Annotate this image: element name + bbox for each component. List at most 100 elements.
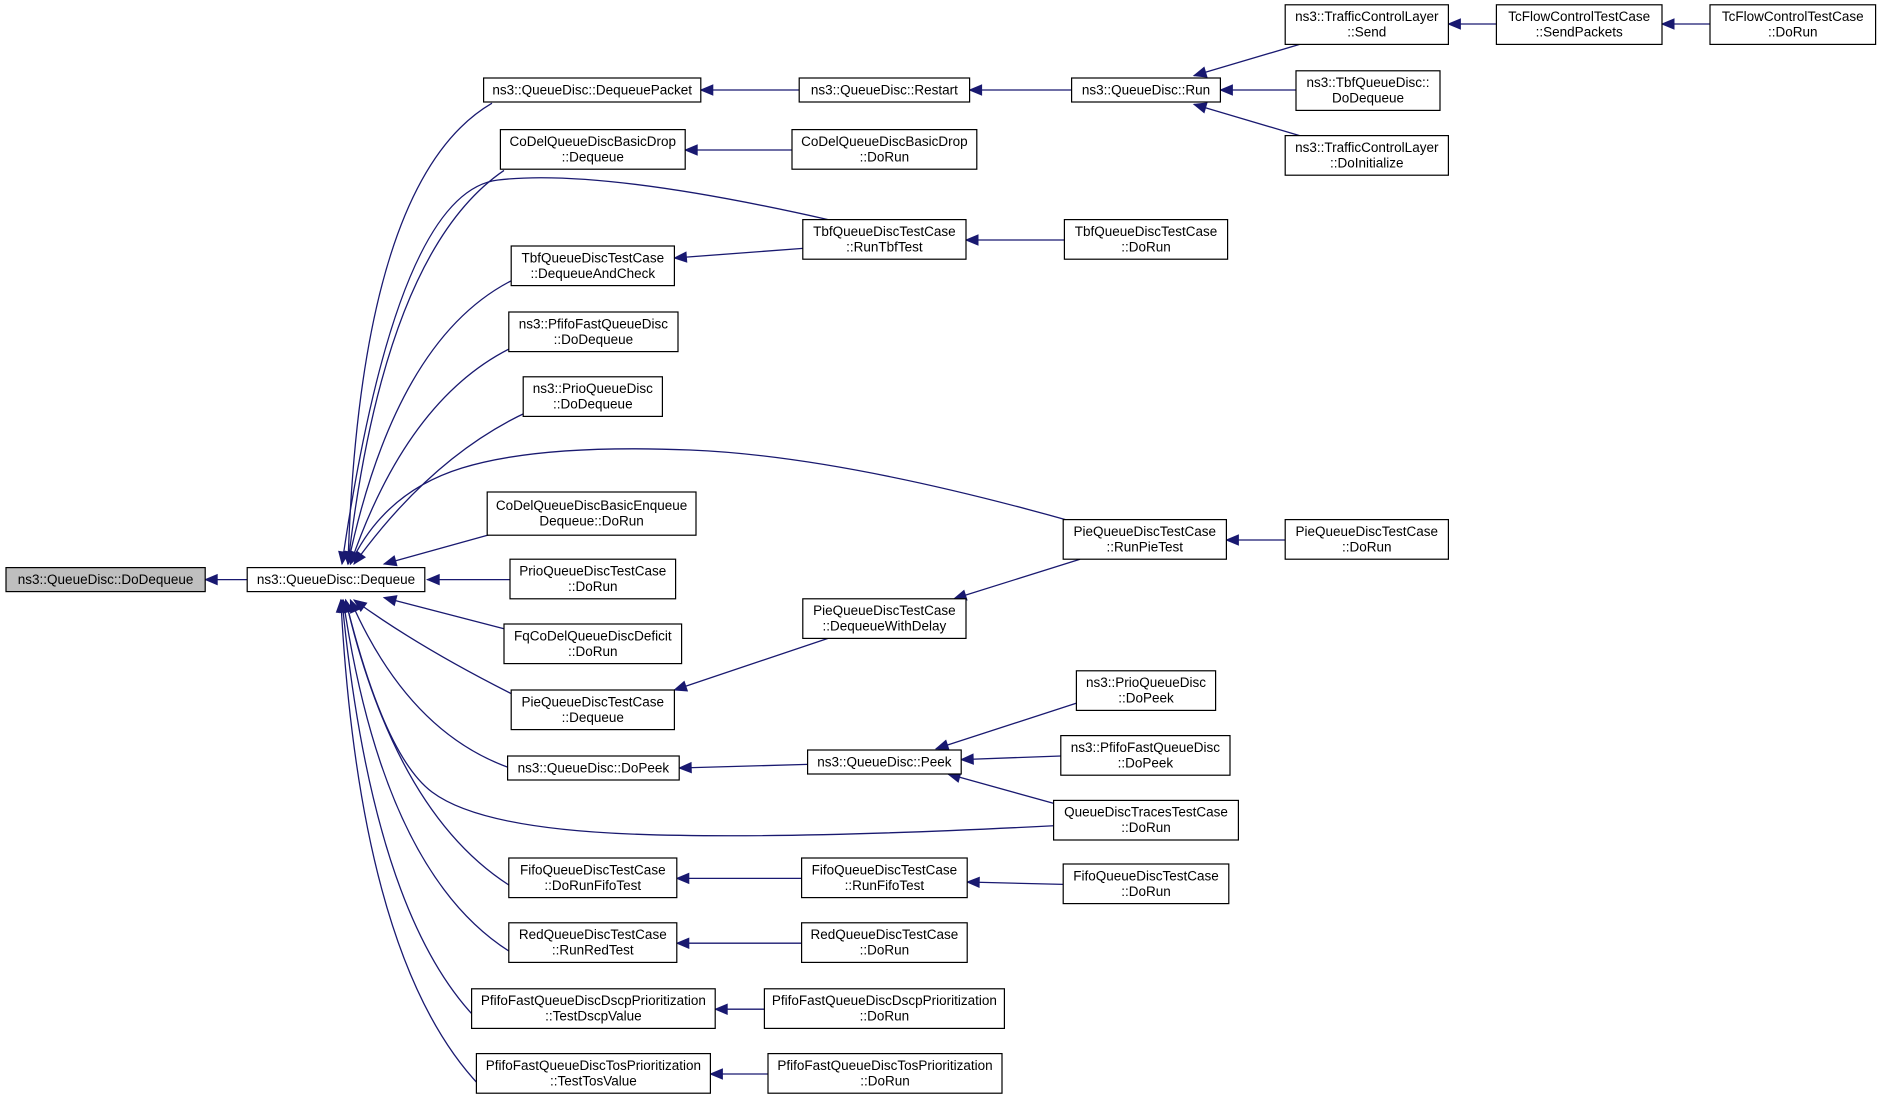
node-peek[interactable]: ns3::QueueDisc::Peek	[806, 749, 962, 775]
node-box	[1063, 219, 1229, 260]
node-label: ::DoRun	[860, 1073, 910, 1088]
arrow-head-icon	[1447, 18, 1461, 30]
node-label: FqCoDelQueueDiscDeficit	[514, 628, 672, 643]
node-tcSendPackets[interactable]: TcFlowControlTestCase::SendPackets	[1495, 4, 1663, 45]
node-label: ::DoRun	[1121, 884, 1171, 899]
node-pieRun[interactable]: PieQueueDiscTestCase::RunPieTest	[1062, 518, 1227, 560]
node-tclSend[interactable]: ns3::TrafficControlLayer::Send	[1284, 4, 1449, 45]
node-label: ::TestDscpValue	[545, 1009, 642, 1024]
node-pfifoDscp[interactable]: PfifoFastQueueDiscDscpPrioritization::Te…	[471, 988, 716, 1029]
node-label: ::RunRedTest	[552, 943, 634, 958]
node-dequeue[interactable]: ns3::QueueDisc::Dequeue	[246, 566, 426, 593]
edge-redDoRun-to-redRun	[675, 937, 802, 949]
node-pfifoPeek[interactable]: ns3::PfifoFastQueueDisc::DoPeek	[1060, 734, 1231, 776]
node-tbfRun[interactable]: TbfQueueDiscTestCase::RunTbfTest	[802, 219, 967, 260]
edge-fqcodel-to-dequeue	[382, 595, 505, 630]
node-label: ::TestTosValue	[550, 1073, 637, 1088]
edge-line	[349, 599, 511, 769]
node-codelDropRun[interactable]: CoDelQueueDiscBasicDrop::DoRun	[791, 129, 978, 170]
node-prioPeek[interactable]: ns3::PrioQueueDisc::DoPeek	[1075, 670, 1217, 711]
edge-line	[353, 599, 517, 697]
node-label: PfifoFastQueueDiscTosPrioritization	[486, 1058, 701, 1073]
node-restart[interactable]: ns3::QueueDisc::Restart	[798, 77, 971, 103]
edge-line	[1193, 43, 1300, 77]
node-dequeuePacket[interactable]: ns3::QueueDisc::DequeuePacket	[483, 77, 702, 103]
edge-line	[349, 345, 517, 565]
node-pfifoDscpRun[interactable]: PfifoFastQueueDiscDscpPrioritization::Do…	[763, 988, 1006, 1029]
node-tclInit[interactable]: ns3::TrafficControlLayer::DoInitialize	[1284, 135, 1449, 176]
node-box	[763, 988, 1006, 1029]
node-label: PieQueueDiscTestCase	[1074, 524, 1217, 539]
node-pfifoTosRun[interactable]: PfifoFastQueueDiscTosPrioritization::DoR…	[767, 1052, 1003, 1094]
node-pfifoDoDeq[interactable]: ns3::PfifoFastQueueDisc::DoDequeue	[508, 311, 679, 353]
arrow-head-icon	[1192, 66, 1208, 78]
arrow-head-icon	[968, 84, 983, 96]
node-label: RedQueueDiscTestCase	[519, 927, 667, 942]
arrow-head-icon	[382, 595, 398, 607]
arrow-head-icon	[673, 251, 688, 263]
node-label: PieQueueDiscTestCase	[1296, 524, 1439, 539]
node-prioDoDeq[interactable]: ns3::PrioQueueDisc::DoDequeue	[522, 376, 664, 417]
node-box	[1495, 4, 1663, 45]
edge-tbfDoDeq-to-run	[1219, 84, 1296, 96]
node-fifoRunFifo[interactable]: FifoQueueDiscTestCase::DoRunFifoTest	[508, 857, 678, 899]
node-label: ::DoRun	[860, 1009, 910, 1024]
node-tbfDoRun[interactable]: TbfQueueDiscTestCase::DoRun	[1063, 219, 1229, 260]
node-redRun[interactable]: RedQueueDiscTestCase::RunRedTest	[508, 922, 678, 963]
edge-line	[961, 755, 1061, 761]
edge-prioPeek-to-peek	[934, 701, 1081, 751]
edge-tracesRun-to-peek	[946, 771, 1057, 805]
edge-fifoDoRun-to-fifoRun	[965, 876, 1064, 889]
edge-run-to-restart	[968, 84, 1072, 96]
node-label: ::DoRun	[568, 644, 618, 659]
node-doPeek[interactable]: ns3::QueueDisc::DoPeek	[507, 755, 680, 781]
node-box	[508, 311, 679, 353]
edge-fifoRunFifo-to-dequeue	[342, 598, 514, 889]
node-tracesRun[interactable]: QueueDiscTracesTestCase::DoRun	[1052, 799, 1239, 841]
node-box	[800, 857, 968, 899]
node-label: TbfQueueDiscTestCase	[1075, 224, 1218, 239]
node-label: Dequeue::DoRun	[539, 514, 643, 529]
edge-tclSend-to-run	[1192, 43, 1300, 78]
node-box	[1060, 734, 1231, 776]
edge-tclInit-to-run	[1192, 102, 1300, 137]
node-prioTest[interactable]: PrioQueueDiscTestCase::DoRun	[509, 558, 677, 600]
node-box	[802, 598, 967, 639]
edges	[203, 18, 1710, 1087]
node-fqcodel[interactable]: FqCoDelQueueDiscDeficit::DoRun	[503, 623, 683, 665]
node-tbfDeqCheck[interactable]: TbfQueueDiscTestCase::DequeueAndCheck	[510, 245, 676, 287]
node-box	[246, 566, 426, 593]
node-box	[503, 623, 683, 665]
node-label: QueueDiscTracesTestCase	[1064, 805, 1228, 820]
node-label: PfifoFastQueueDiscTosPrioritization	[777, 1058, 992, 1073]
node-box	[471, 988, 716, 1029]
node-pieDoRun[interactable]: PieQueueDiscTestCase::DoRun	[1284, 518, 1449, 560]
edge-pieRun-to-dequeue	[349, 448, 1075, 566]
node-pfifoTos[interactable]: PfifoFastQueueDiscTosPrioritization::Tes…	[475, 1052, 711, 1094]
node-box	[1284, 135, 1449, 176]
arrow-head-icon	[934, 739, 950, 751]
node-codelDrop[interactable]: CoDelQueueDiscBasicDrop::Dequeue	[499, 129, 686, 170]
node-run[interactable]: ns3::QueueDisc::Run	[1070, 77, 1221, 103]
node-fifoDoRun[interactable]: FifoQueueDiscTestCase::DoRun	[1062, 863, 1230, 905]
node-root[interactable]: ns3::QueueDisc::DoDequeue	[5, 566, 206, 593]
node-label: ::DoRun	[860, 149, 910, 164]
edge-line	[342, 599, 514, 955]
edge-line	[341, 599, 479, 1021]
edge-line	[344, 599, 1057, 837]
node-fifoRun[interactable]: FifoQueueDiscTestCase::RunFifoTest	[800, 857, 968, 899]
node-box	[767, 1052, 1003, 1094]
node-pieDeqDelay[interactable]: PieQueueDiscTestCase::DequeueWithDelay	[802, 598, 967, 639]
node-redDoRun[interactable]: RedQueueDiscTestCase::DoRun	[800, 922, 968, 963]
node-label: ::DequeueWithDelay	[822, 619, 946, 634]
node-pieDeq[interactable]: PieQueueDiscTestCase::Dequeue	[510, 689, 676, 731]
node-label: ::DoRunFifoTest	[544, 878, 641, 893]
arrow-head-icon	[1219, 84, 1233, 96]
node-tcDoRun[interactable]: TcFlowControlTestCase::DoRun	[1709, 4, 1877, 45]
node-label: PfifoFastQueueDiscDscpPrioritization	[772, 993, 997, 1008]
arrow-head-icon	[675, 872, 690, 885]
node-label: ::DoRun	[1121, 820, 1171, 835]
node-tbfDoDeq[interactable]: ns3::TbfQueueDisc::DoDequeue	[1295, 70, 1441, 112]
